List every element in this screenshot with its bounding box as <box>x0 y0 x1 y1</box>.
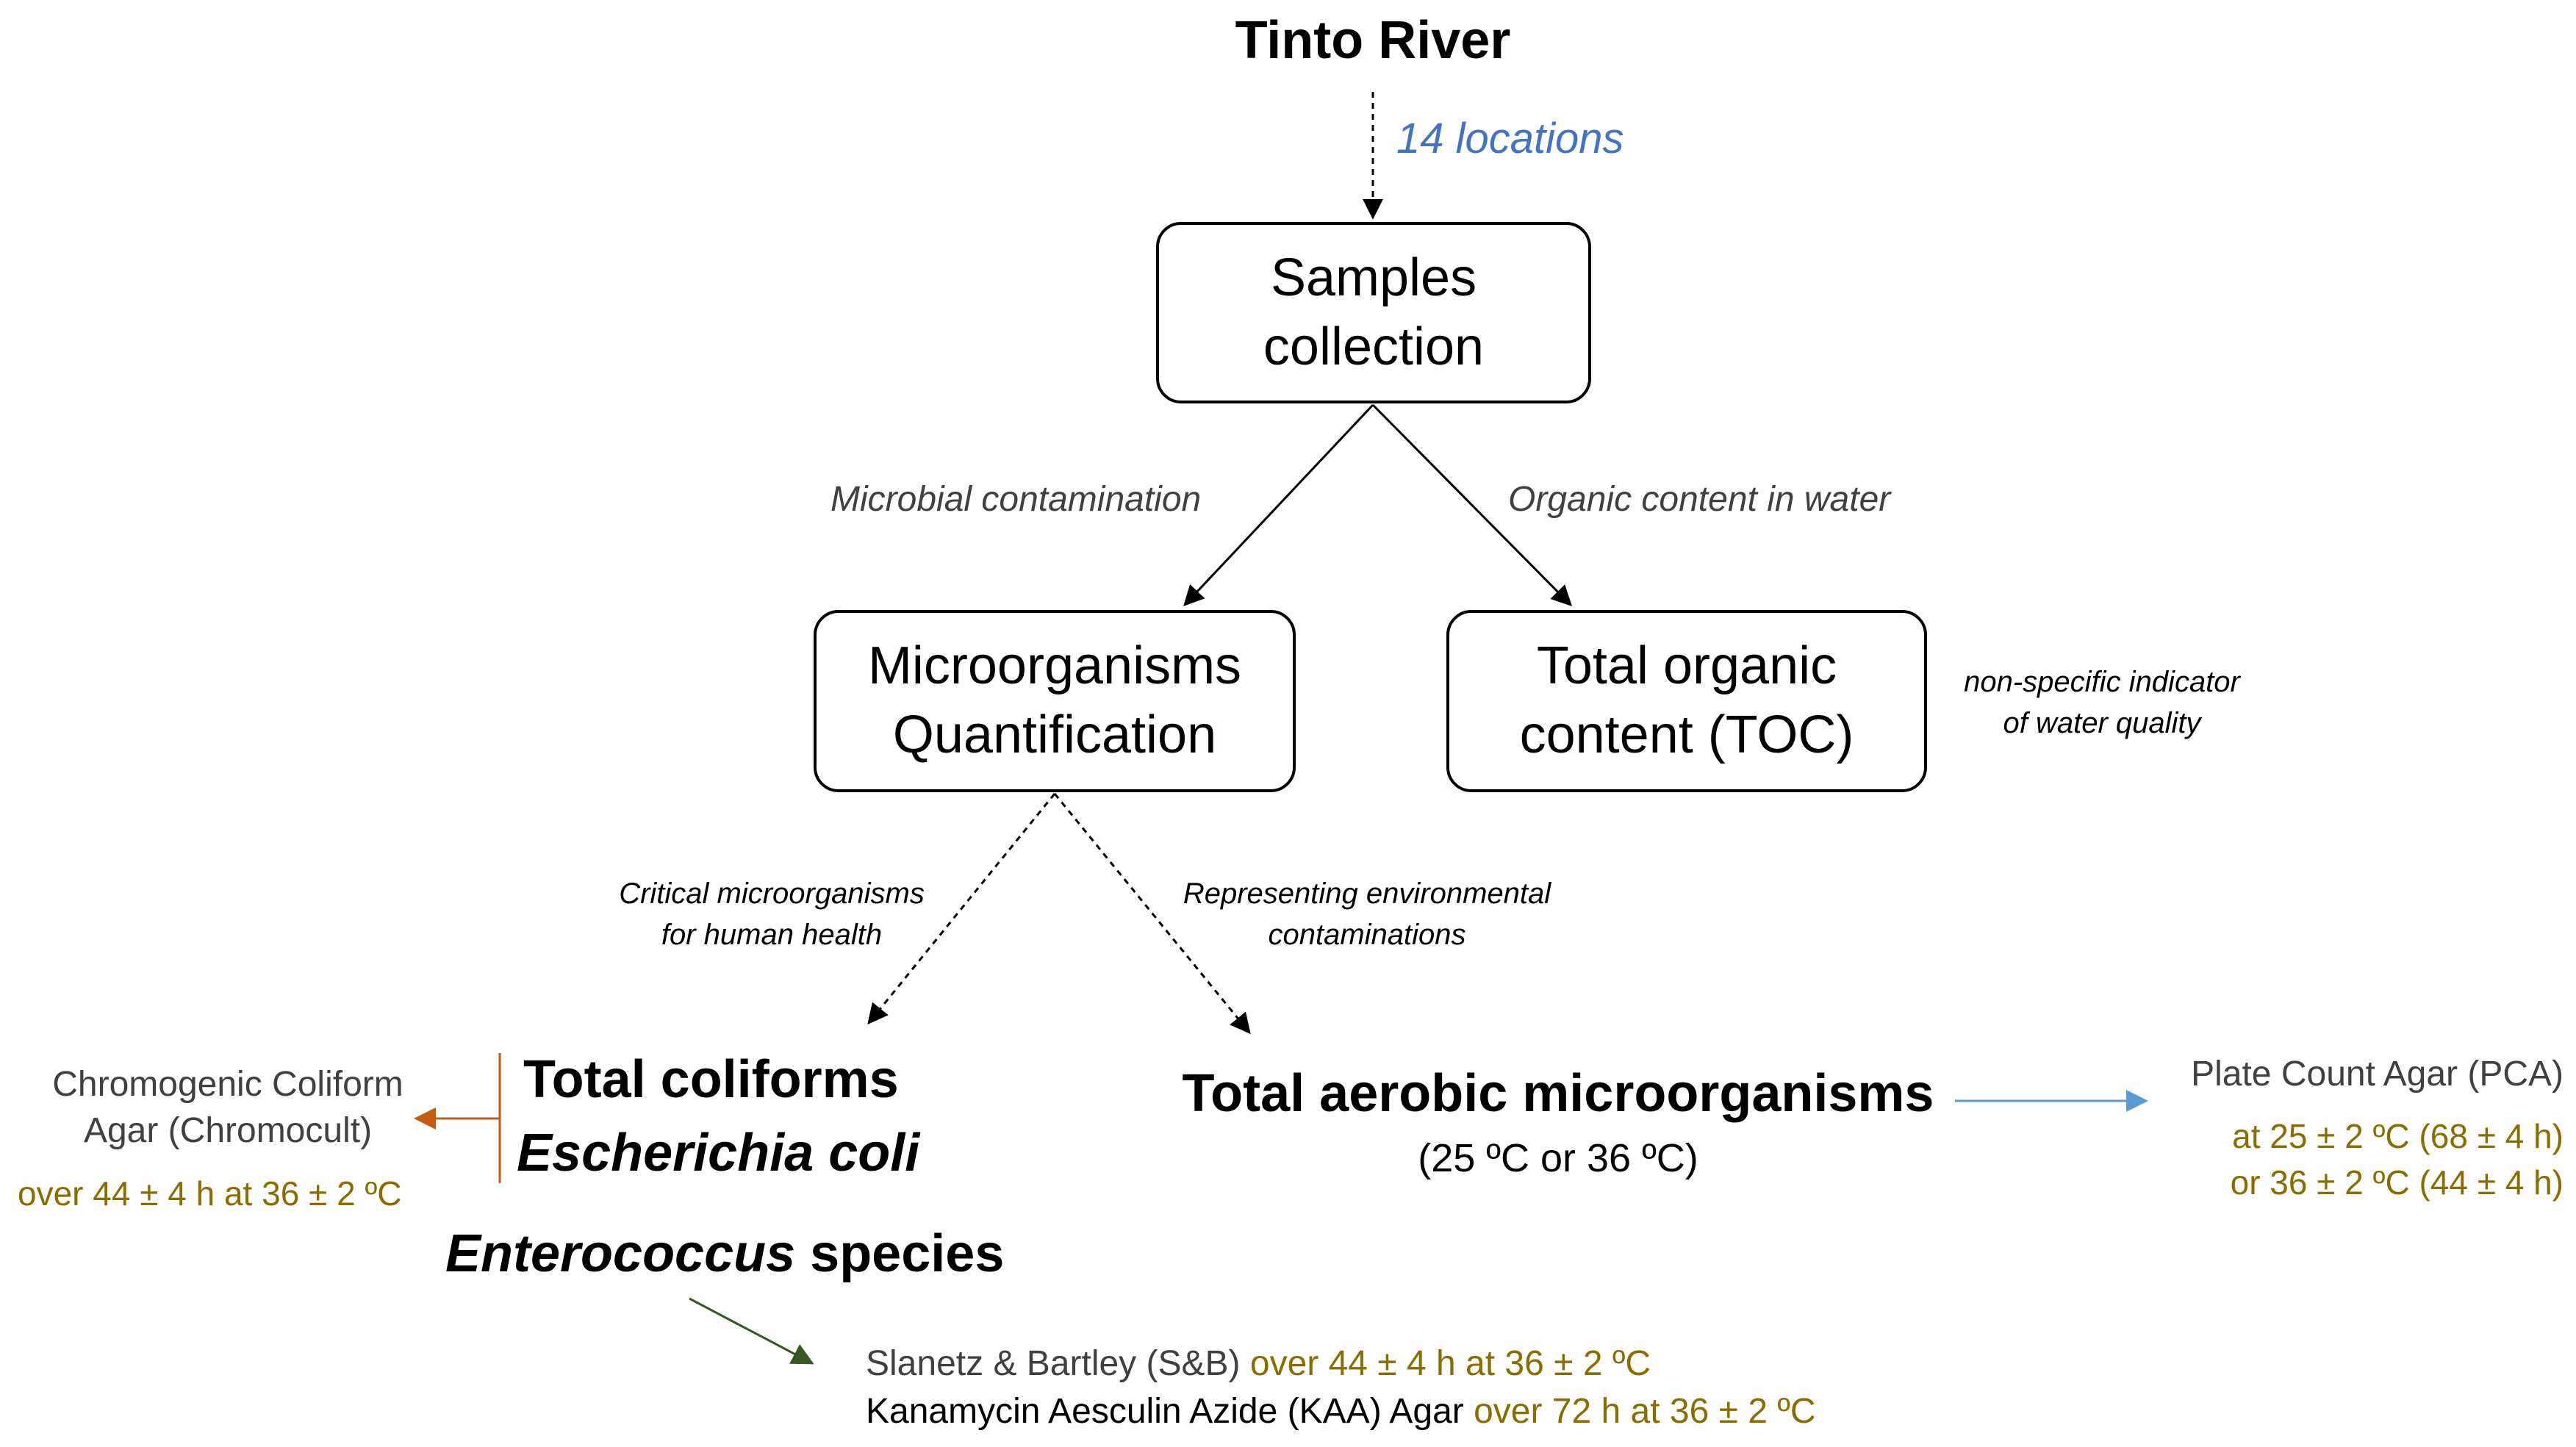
enterococcus-species-word: species <box>795 1224 1005 1283</box>
enterococcus-genus: Enterococcus <box>445 1224 796 1283</box>
locations-label: 14 locations <box>1396 115 1624 162</box>
toc-box-line1: Total organic <box>1536 636 1837 696</box>
pca-label: Plate Count Agar (PCA) <box>2191 1055 2564 1094</box>
toc-note-line2: of water quality <box>2003 707 2201 739</box>
edge-environmental-line2: contaminations <box>1268 919 1466 951</box>
chromogenic-agar-label: Chromogenic Coliform Agar (Chromocult) <box>15 1061 441 1155</box>
total-aerobic-label: Total aerobic microorganisms <box>1182 1064 1934 1123</box>
sb-media-line: Slanetz & Bartley (S&B) over 44 ± 4 h at… <box>866 1343 1651 1384</box>
toc-box: Total organic content (TOC) <box>1446 610 1927 792</box>
samples-box-line2: collection <box>1263 317 1485 376</box>
chromogenic-condition: over 44 ± 4 h at 36 ± 2 ºC <box>18 1174 402 1213</box>
microorganisms-quantification-box: Microorganisms Quantification <box>814 610 1296 792</box>
escherichia-coli-label: Escherichia coli <box>517 1124 920 1182</box>
arrow-microorganisms-to-aerobic <box>1053 793 1251 1035</box>
chromogenic-line2: Agar (Chromocult) <box>83 1111 373 1151</box>
sb-media-name: Slanetz & Bartley (S&B) <box>866 1344 1241 1383</box>
enterococcus-label: Enterococcus species <box>445 1224 1004 1285</box>
edge-label-microbial: Microbial contamination <box>830 480 1202 519</box>
edge-critical-line1: Critical microorganisms <box>619 877 925 910</box>
edge-label-critical: Critical microorganisms for human health <box>588 873 955 955</box>
arrow-microorganisms-to-coliforms <box>867 793 1056 1025</box>
toc-note: non-specific indicator of water quality <box>1940 661 2264 744</box>
diagram-title: Tinto River <box>1235 11 1511 70</box>
edge-critical-line2: for human health <box>661 919 883 951</box>
samples-collection-box: Samples collection <box>1156 222 1591 403</box>
samples-box-line1: Samples <box>1270 248 1477 307</box>
toc-box-line2: content (TOC) <box>1519 705 1854 764</box>
kaa-media-line: Kanamycin Aesculin Azide (KAA) Agar over… <box>866 1391 1816 1432</box>
kaa-media-condition: over 72 h at 36 ± 2 ºC <box>1463 1392 1816 1431</box>
toc-note-line1: non-specific indicator <box>1964 666 2240 698</box>
pca-condition-36: or 36 ± 2 ºC (44 ± 4 h) <box>2230 1163 2564 1202</box>
kaa-media-name: Kanamycin Aesculin Azide (KAA) Agar <box>866 1392 1464 1431</box>
total-coliforms-label: Total coliforms <box>523 1050 899 1109</box>
microorganisms-box-line1: Microorganisms <box>867 636 1242 696</box>
pca-condition-25: at 25 ± 2 ºC (68 ± 4 h) <box>2232 1117 2564 1155</box>
microorganisms-box-line2: Quantification <box>892 705 1217 764</box>
edge-label-organic: Organic content in water <box>1508 480 1891 519</box>
arrow-samples-to-microorganisms <box>1183 403 1374 607</box>
aerobic-temperatures: (25 ºC or 36 ºC) <box>1418 1136 1698 1180</box>
edge-label-environmental: Representing environmental contamination… <box>1147 873 1587 955</box>
arrow-samples-to-toc <box>1371 403 1572 606</box>
edge-environmental-line1: Representing environmental <box>1183 877 1551 910</box>
chromogenic-line1: Chromogenic Coliform <box>52 1065 403 1104</box>
sb-media-condition: over 44 ± 4 h at 36 ± 2 ºC <box>1240 1344 1651 1383</box>
arrow-enterococcus-to-media <box>689 1297 814 1365</box>
